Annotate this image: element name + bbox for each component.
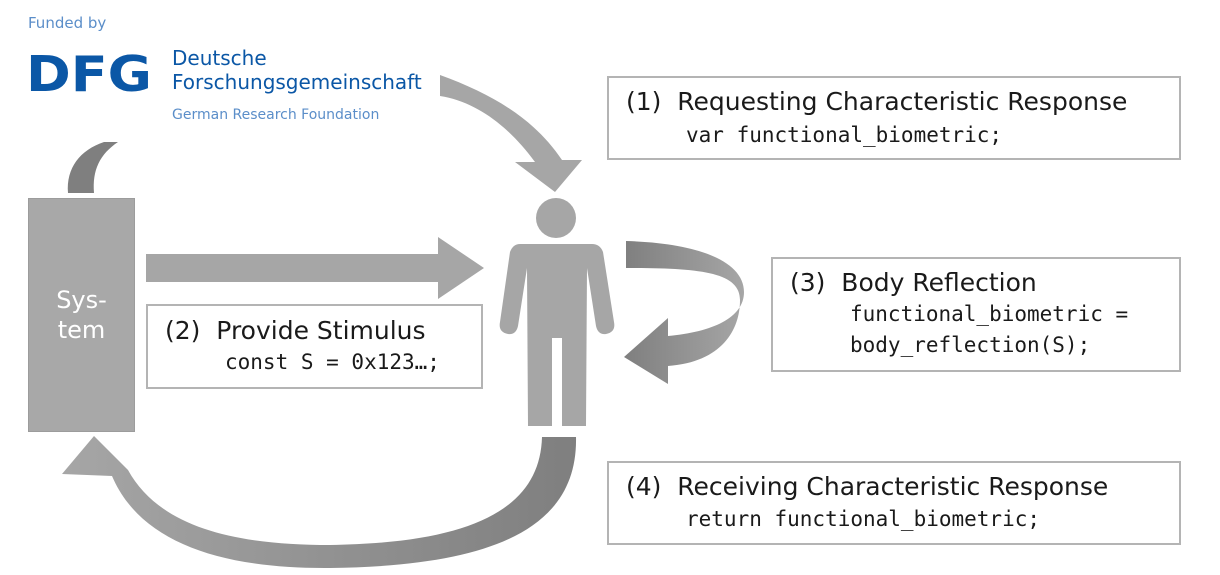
dfg-logo: DFG (26, 50, 152, 94)
system-label: Sys- tem (56, 286, 107, 344)
dfg-name: Deutsche Forschungsgemeinschaft (172, 46, 422, 94)
step-3-title: (3) Body Reflection (790, 268, 1037, 297)
dfg-name-line2: Forschungsgemeinschaft (172, 70, 422, 94)
reflection-arrow (624, 241, 744, 384)
request-arrow (440, 75, 582, 192)
person-icon (499, 198, 615, 426)
step-1-box (607, 76, 1181, 160)
step-1-code: var functional_biometric; (686, 123, 1003, 147)
system-block (28, 198, 135, 432)
funded-by-label: Funded by (28, 14, 107, 32)
step-1-title: (1) Requesting Characteristic Response (626, 87, 1128, 116)
step-2-box (146, 304, 483, 389)
dfg-logo-letters: DFG (26, 50, 152, 94)
system-top-curve (67, 142, 118, 193)
step-4-title: (4) Receiving Characteristic Response (626, 472, 1109, 501)
step-2-code: const S = 0x123…; (225, 350, 440, 374)
step-3-code: functional_biometric = body_reflection(S… (850, 302, 1129, 357)
step-2-title: (2) Provide Stimulus (165, 316, 426, 345)
dfg-name-line1: Deutsche (172, 46, 267, 70)
step-3-box (771, 257, 1181, 372)
step-4-box (607, 461, 1181, 545)
response-arrow (62, 436, 577, 569)
dfg-subtitle: German Research Foundation (172, 107, 380, 123)
step-4-code: return functional_biometric; (686, 507, 1041, 531)
stimulus-arrow (146, 237, 484, 299)
